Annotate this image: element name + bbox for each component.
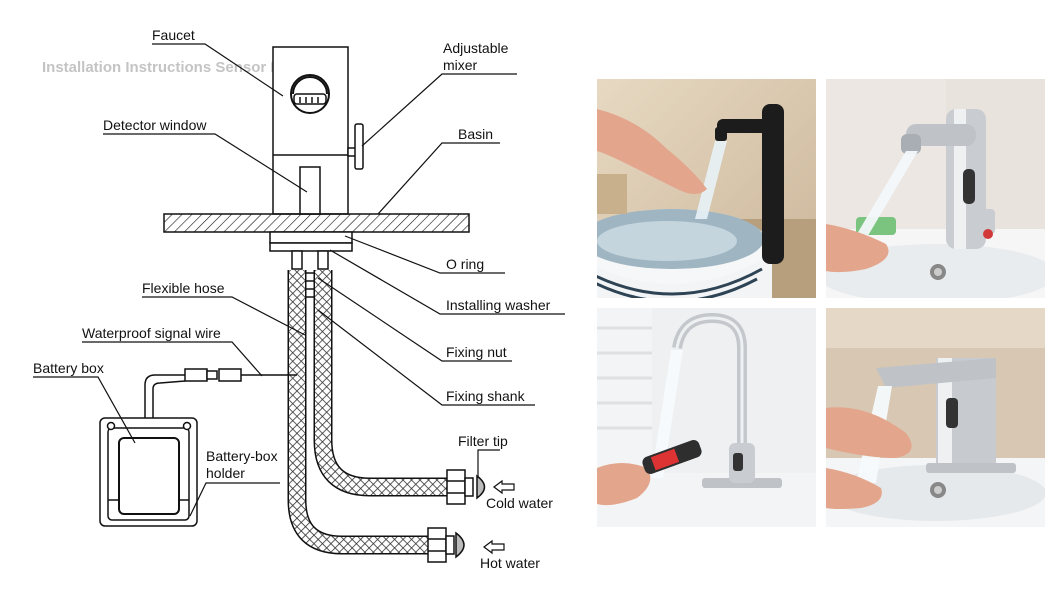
label-holder-line2: holder: [206, 465, 245, 481]
hot-water-arrow: [483, 539, 505, 555]
chrome-faucet-photo: [826, 79, 1045, 298]
leader-lines: [33, 43, 565, 517]
cold-water-arrow: [493, 479, 515, 495]
label-hose: Flexible hose: [142, 280, 225, 296]
label-shank: Fixing shank: [446, 388, 526, 404]
flexible-hoses: [287, 270, 447, 555]
installation-diagram: Installation Instructions Sensor Faucet: [33, 27, 565, 571]
faucet-body: [272, 46, 364, 215]
label-oring: O ring: [446, 256, 484, 272]
waterfall-faucet-photo: [826, 308, 1045, 527]
battery-box: [99, 417, 198, 527]
label-nut: Fixing nut: [446, 344, 507, 360]
basin-slab: [163, 213, 470, 233]
cold-water-fitting: [446, 469, 486, 505]
gooseneck-faucet-photo: [597, 308, 816, 527]
mount-parts: [269, 231, 353, 298]
diagram-title: Installation Instructions Sensor Faucet: [42, 59, 319, 76]
label-mixer-line1: Adjustable: [443, 40, 509, 56]
label-wire: Waterproof signal wire: [82, 325, 221, 341]
hot-water-fitting: [427, 527, 465, 563]
signal-wire: [144, 368, 297, 418]
label-holder-line1: Battery-box: [206, 448, 278, 464]
label-basin: Basin: [458, 126, 493, 142]
label-cold: Cold water: [486, 495, 553, 511]
label-detector: Detector window: [103, 117, 207, 133]
label-hot: Hot water: [480, 555, 540, 571]
label-filter: Filter tip: [458, 433, 508, 449]
label-faucet: Faucet: [152, 27, 195, 43]
label-washer: Installing washer: [446, 297, 551, 313]
label-battery-box: Battery box: [33, 360, 104, 376]
label-mixer-line2: mixer: [443, 57, 478, 73]
black-faucet-photo: [597, 79, 816, 298]
